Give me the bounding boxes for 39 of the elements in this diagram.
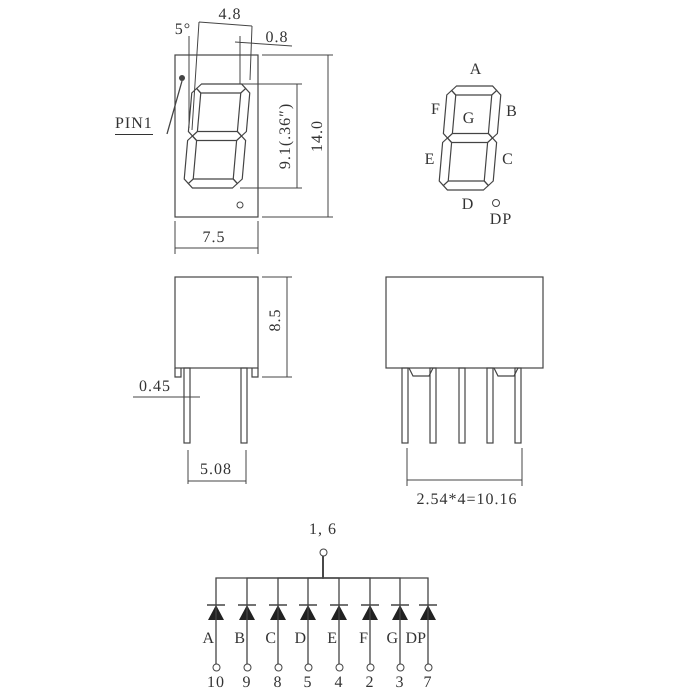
segment-label: F — [431, 102, 441, 118]
pin-number: 5 — [304, 675, 312, 691]
segment-label: G — [386, 631, 398, 647]
dimension-label: 0.8 — [266, 30, 288, 46]
segment-label: DP — [406, 631, 426, 647]
dimension-label: 2.54*4=10.16 — [416, 492, 518, 508]
pin-number: 10 — [207, 675, 225, 691]
dimension-label: 0.45 — [139, 379, 171, 395]
segment-label: C — [502, 152, 514, 168]
segment-label: A — [202, 631, 214, 647]
leader-line — [166, 80, 183, 134]
pin-number: 8 — [274, 675, 282, 691]
segment-label: A — [470, 62, 482, 78]
pin-number: 4 — [334, 675, 344, 691]
pin-number: 3 — [396, 675, 404, 691]
segment-label: E — [424, 152, 436, 168]
segment-label: F — [359, 631, 368, 647]
dimension-label: 4.8 — [218, 7, 242, 23]
dimension-label: 7.5 — [202, 230, 226, 246]
pin-label: PIN1 — [115, 116, 153, 135]
pin-number: 7 — [424, 675, 432, 691]
segment-label: D — [462, 197, 474, 213]
segment-label: DP — [490, 212, 512, 228]
segment-label: D — [294, 631, 306, 647]
segment-label: B — [234, 631, 245, 647]
pin-number: 1, 6 — [309, 522, 337, 538]
segment-label: G — [462, 111, 476, 127]
dimension-label: 9.1(.36″) — [278, 102, 294, 170]
segment-label: E — [327, 631, 337, 647]
dimension-label: 14.0 — [310, 120, 326, 152]
wire — [322, 556, 429, 664]
dimension-label: 8.5 — [268, 308, 284, 332]
segment-label: B — [506, 104, 518, 120]
pin1-marker — [179, 75, 185, 81]
dimension-label: 5.08 — [200, 462, 232, 478]
segment-label: C — [265, 631, 276, 647]
pin-number: 9 — [242, 675, 252, 691]
pin-number: 2 — [366, 675, 374, 691]
dimension-label: 5° — [174, 22, 192, 38]
